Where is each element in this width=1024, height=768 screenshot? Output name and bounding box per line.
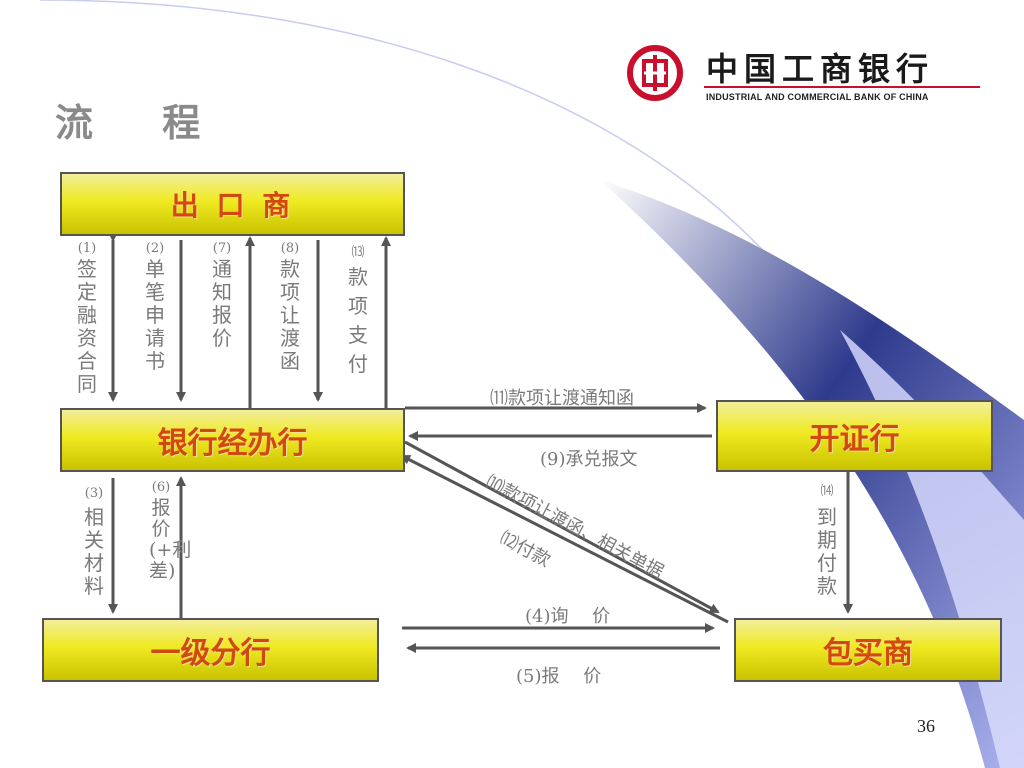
edge-e2-number: (2) bbox=[145, 241, 165, 256]
edge-e8-label: 款项让渡函 bbox=[280, 257, 300, 373]
arrow-e12 bbox=[400, 454, 729, 624]
page-title: 流 程 bbox=[55, 100, 229, 145]
edge-e1-number: (1) bbox=[77, 241, 97, 256]
edge-e11-label: ⑾款项让渡通知函 bbox=[490, 388, 634, 409]
edge-e2-label: 单笔申请书 bbox=[145, 257, 165, 373]
logo-divider bbox=[704, 86, 980, 88]
node-issuing-bank-label: 开证行 bbox=[809, 422, 900, 457]
edge-e1-label: 签定融资合同 bbox=[77, 257, 97, 396]
edge-e9-label: (9)承兑报文 bbox=[540, 449, 638, 470]
bank-name-chinese: 中国工商银行 bbox=[706, 50, 935, 88]
node-issuing-bank: 开证行 bbox=[716, 400, 993, 472]
edge-e3-number: (3) bbox=[84, 486, 104, 501]
edge-e7-label: 通知报价 bbox=[212, 257, 232, 350]
edge-e3-label: 相关材料 bbox=[84, 505, 104, 598]
edge-e13-label: 款项支付 bbox=[348, 265, 368, 376]
edge-e13-number: ⒀ bbox=[351, 245, 365, 260]
decorative-arc-line bbox=[39, 0, 791, 281]
edge-e6-number: (6) bbox=[151, 480, 171, 495]
edge-e7-number: (7) bbox=[212, 241, 232, 256]
edge-e4-label: (4)询 价 bbox=[525, 606, 611, 627]
node-handling-bank: 银行经办行 bbox=[60, 408, 405, 472]
node-exporter: 出 口 商 bbox=[60, 172, 405, 236]
node-forfaiter-label: 包买商 bbox=[823, 636, 913, 671]
icbc-logo-icon bbox=[627, 45, 683, 101]
node-tier1-branch: 一级分行 bbox=[42, 618, 379, 682]
edge-e6-label: 报价(+利差) bbox=[149, 497, 192, 582]
arrow-e10 bbox=[404, 440, 720, 614]
bank-name-english: INDUSTRIAL AND COMMERCIAL BANK OF CHINA bbox=[706, 92, 929, 102]
node-handling-bank-label: 银行经办行 bbox=[157, 426, 308, 461]
edge-e14-number: ⒁ bbox=[820, 484, 834, 499]
page-number: 36 bbox=[917, 716, 935, 736]
edge-e14-label: 到期付款 bbox=[817, 505, 837, 598]
node-forfaiter: 包买商 bbox=[734, 618, 1002, 682]
edge-e8-number: (8) bbox=[280, 241, 300, 256]
node-exporter-label: 出 口 商 bbox=[170, 189, 295, 222]
edge-e5-label: (5)报 价 bbox=[516, 666, 602, 687]
node-tier1-branch-label: 一级分行 bbox=[150, 636, 271, 671]
